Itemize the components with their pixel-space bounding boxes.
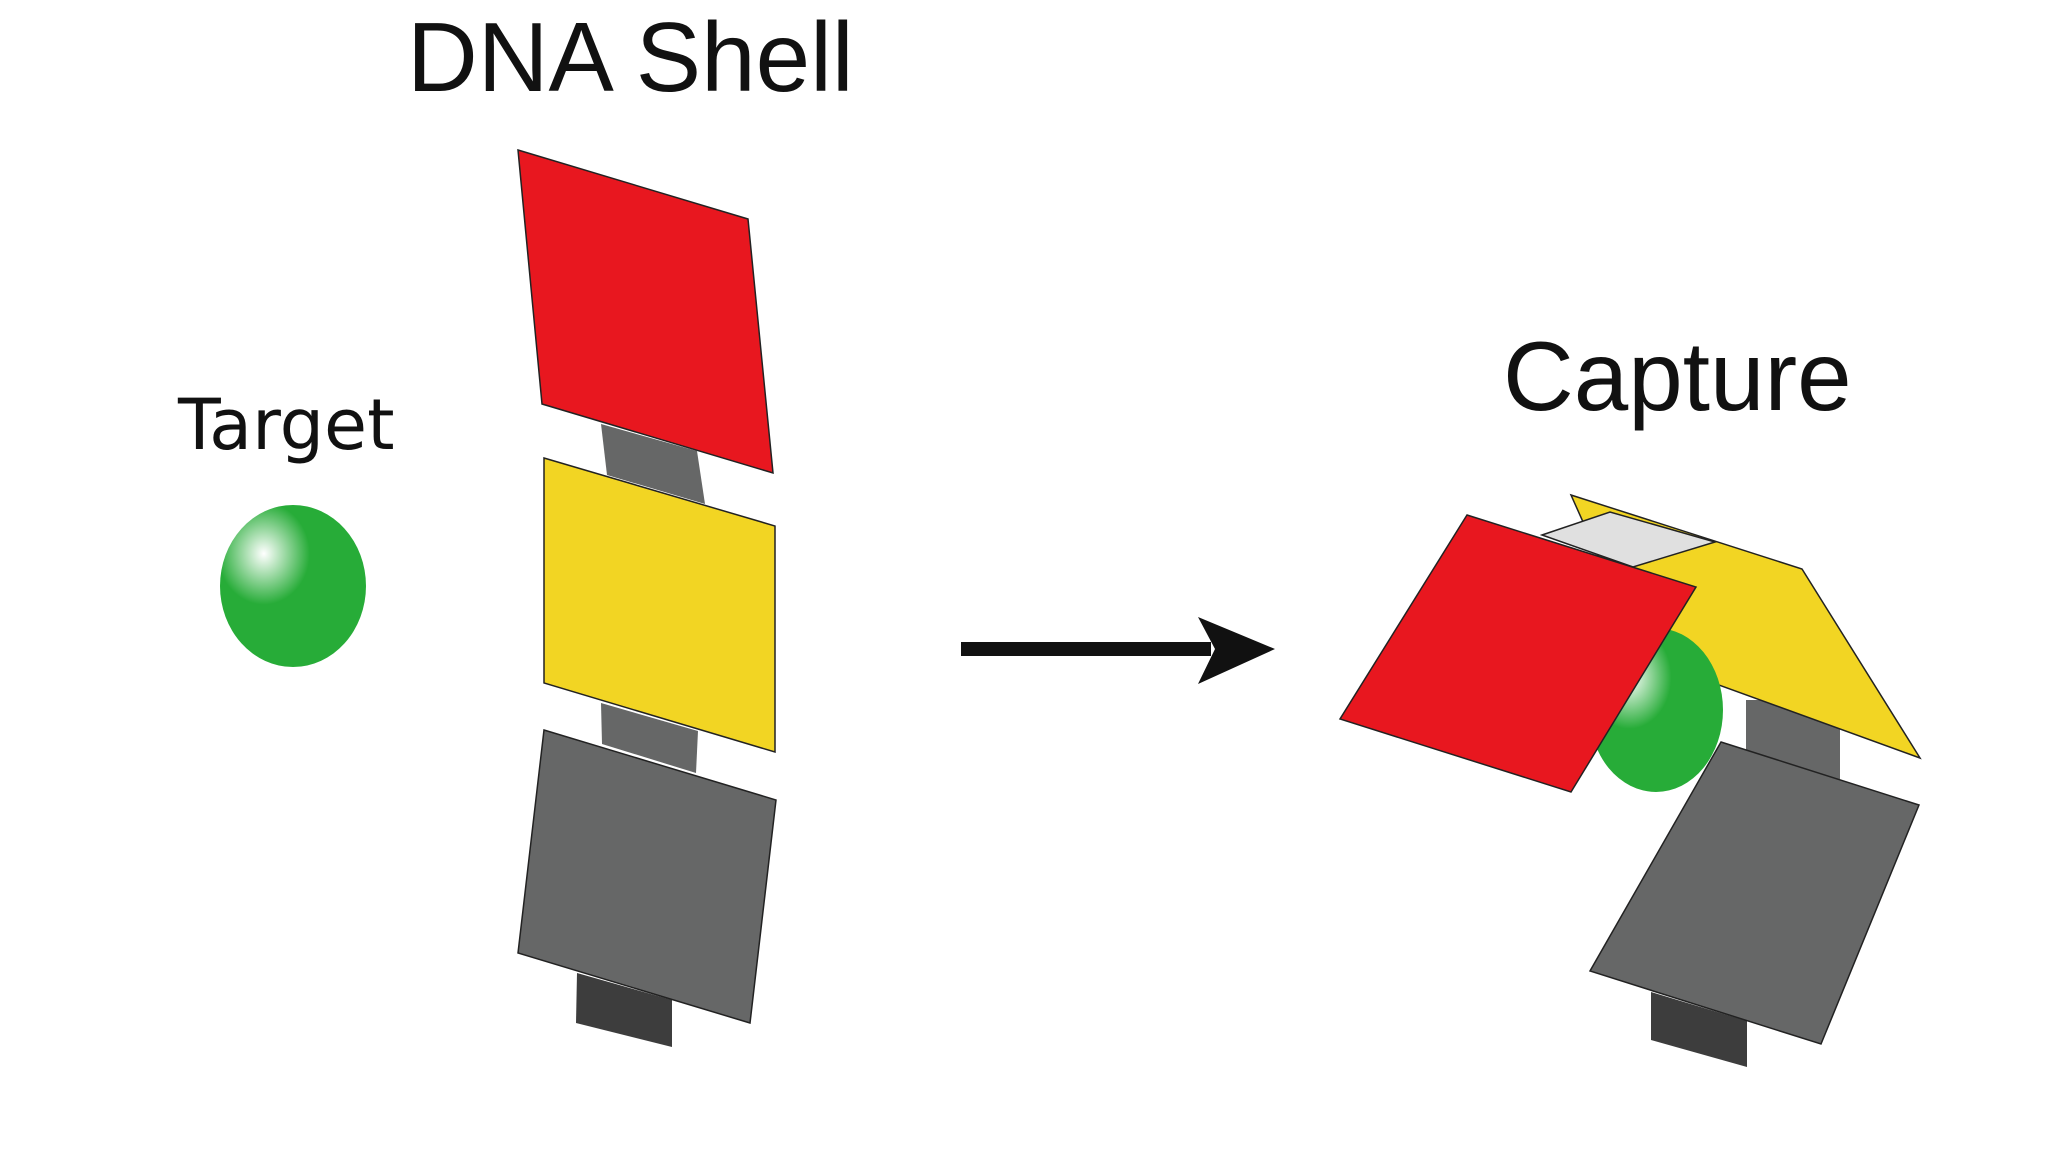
capture-label: Capture xyxy=(1503,321,1852,431)
base-block xyxy=(576,973,672,1047)
gray-panel xyxy=(517,729,777,1024)
red-panel xyxy=(517,148,774,475)
target-sphere xyxy=(220,505,366,667)
red-panel xyxy=(1338,514,1698,793)
base-block xyxy=(1651,992,1747,1067)
dna-shell-title: DNA Shell xyxy=(407,2,854,112)
light-connector xyxy=(1539,511,1718,568)
arrow-right-icon xyxy=(961,617,1275,684)
open-dna-shell xyxy=(517,148,777,1047)
hinge-connector-1 xyxy=(601,424,705,504)
target-label: Target xyxy=(177,384,395,466)
hinge-connector-2 xyxy=(601,703,698,773)
gray-panel xyxy=(1588,741,1921,1045)
closed-dna-shell xyxy=(1338,493,1922,1067)
yellow-panel xyxy=(543,456,776,754)
